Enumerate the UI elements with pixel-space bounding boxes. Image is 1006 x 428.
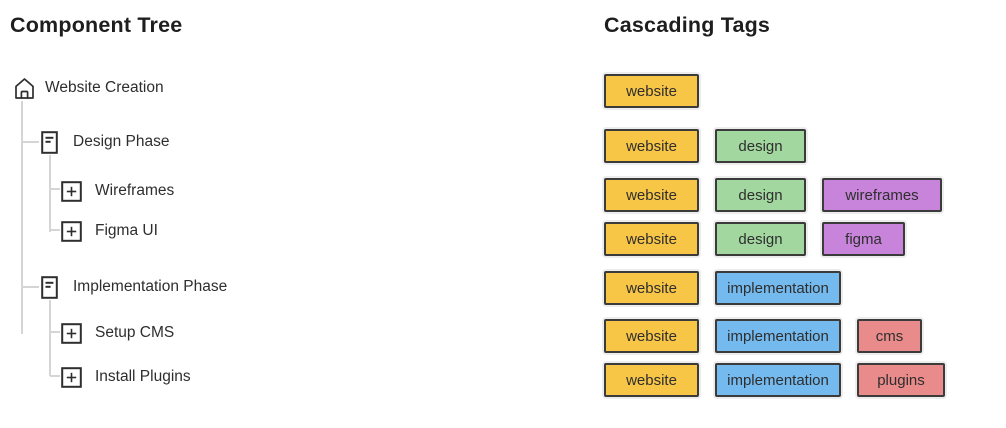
tag-row-install-plugins: website implementation plugins bbox=[604, 363, 945, 397]
plus-square-icon[interactable] bbox=[61, 322, 82, 344]
tree-item-design-phase[interactable]: Design Phase bbox=[41, 130, 170, 154]
plus-square-icon[interactable] bbox=[61, 220, 82, 242]
tree-item-setup-cms[interactable]: Setup CMS bbox=[61, 321, 174, 345]
document-icon bbox=[41, 275, 58, 299]
tag-website[interactable]: website bbox=[604, 129, 699, 163]
home-icon bbox=[14, 77, 35, 100]
tag-website[interactable]: website bbox=[604, 74, 699, 108]
tree-item-figma-ui[interactable]: Figma UI bbox=[61, 219, 158, 243]
tree-item-label: Install Plugins bbox=[95, 368, 191, 385]
tag-website[interactable]: website bbox=[604, 271, 699, 305]
plus-square-icon[interactable] bbox=[61, 180, 82, 202]
tag-figma[interactable]: figma bbox=[822, 222, 905, 256]
tag-row-wireframes: website design wireframes bbox=[604, 178, 942, 212]
tag-design[interactable]: design bbox=[715, 222, 806, 256]
tag-design[interactable]: design bbox=[715, 178, 806, 212]
tree-connector-install-plugins bbox=[50, 375, 60, 377]
cascading-tags-title: Cascading Tags bbox=[604, 13, 771, 37]
document-icon bbox=[41, 130, 58, 154]
tag-row-design-phase: website design bbox=[604, 129, 806, 163]
tree-connector-wireframes bbox=[50, 188, 60, 190]
component-tree-title: Component Tree bbox=[10, 13, 183, 37]
tag-website[interactable]: website bbox=[604, 178, 699, 212]
tree-item-install-plugins[interactable]: Install Plugins bbox=[61, 365, 191, 389]
tree-item-implementation-phase[interactable]: Implementation Phase bbox=[41, 275, 227, 299]
tag-plugins[interactable]: plugins bbox=[857, 363, 945, 397]
tag-implementation[interactable]: implementation bbox=[715, 271, 841, 305]
tree-connector-design bbox=[22, 141, 39, 143]
tree-branch-line-design bbox=[49, 155, 51, 232]
tree-connector-implementation bbox=[22, 286, 39, 288]
tag-row-implementation-phase: website implementation bbox=[604, 271, 841, 305]
tag-wireframes[interactable]: wireframes bbox=[822, 178, 942, 212]
tag-row-figma-ui: website design figma bbox=[604, 222, 905, 256]
tag-design[interactable]: design bbox=[715, 129, 806, 163]
plus-square-icon[interactable] bbox=[61, 366, 82, 388]
tag-implementation[interactable]: implementation bbox=[715, 319, 841, 353]
tag-row-setup-cms: website implementation cms bbox=[604, 319, 922, 353]
tree-branch-line-implementation bbox=[49, 300, 51, 376]
tree-item-label: Website Creation bbox=[45, 79, 164, 96]
tag-website[interactable]: website bbox=[604, 319, 699, 353]
tag-website[interactable]: website bbox=[604, 222, 699, 256]
tree-trunk-line bbox=[21, 101, 23, 334]
tag-website[interactable]: website bbox=[604, 363, 699, 397]
tree-item-label: Implementation Phase bbox=[73, 278, 228, 295]
tree-item-website-creation[interactable]: Website Creation bbox=[14, 76, 164, 100]
tree-item-label: Figma UI bbox=[95, 222, 158, 239]
tree-item-wireframes[interactable]: Wireframes bbox=[61, 179, 174, 203]
tree-item-label: Wireframes bbox=[95, 182, 175, 199]
tag-implementation[interactable]: implementation bbox=[715, 363, 841, 397]
tree-item-label: Design Phase bbox=[73, 133, 170, 150]
tree-connector-setup-cms bbox=[50, 331, 60, 333]
tree-item-label: Setup CMS bbox=[95, 324, 175, 341]
tag-row-website-creation: website bbox=[604, 74, 699, 108]
tree-connector-figma bbox=[50, 229, 60, 231]
tag-cms[interactable]: cms bbox=[857, 319, 922, 353]
